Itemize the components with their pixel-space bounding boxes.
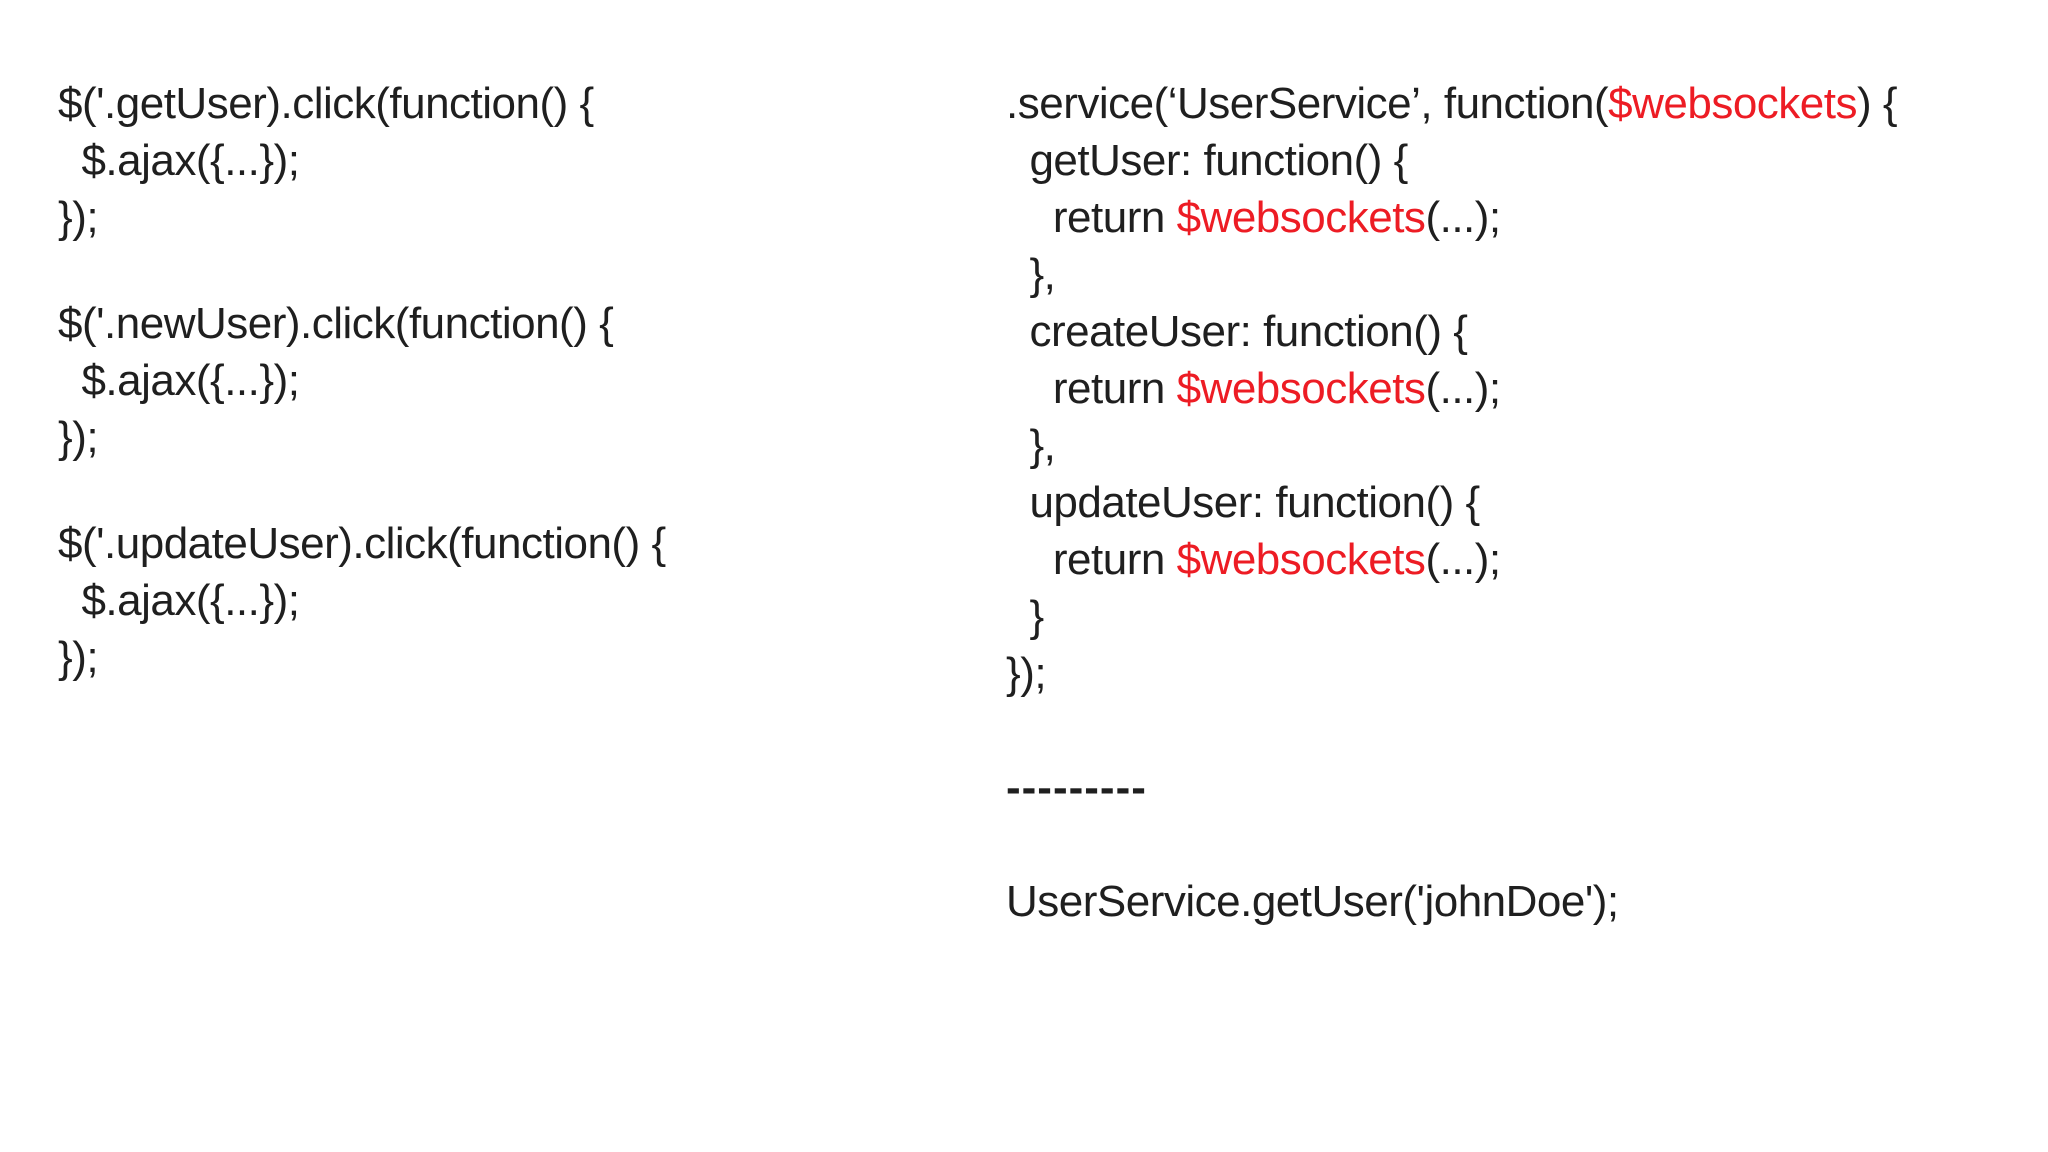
code-text: updateUser: function() { bbox=[1006, 478, 1480, 527]
code-text: return bbox=[1006, 535, 1177, 584]
code-text: return bbox=[1006, 193, 1177, 242]
code-text: } bbox=[1006, 592, 1044, 641]
code-text: }, bbox=[1006, 250, 1056, 299]
code-line: $('.getUser).click(function() { bbox=[58, 75, 938, 132]
getuser-click-handler-block: $('.getUser).click(function() { $.ajax({… bbox=[58, 75, 938, 246]
code-text: createUser: function() { bbox=[1006, 307, 1468, 356]
jquery-code-column: $('.getUser).click(function() { $.ajax({… bbox=[58, 75, 938, 735]
code-text: .service(‘UserService’, function( bbox=[1006, 79, 1609, 128]
code-line: }); bbox=[1006, 645, 2016, 702]
code-text: $.ajax({...}); bbox=[58, 136, 300, 185]
divider-dashes: --------- bbox=[1006, 759, 2016, 816]
code-text: $.ajax({...}); bbox=[58, 356, 300, 405]
code-text: $.ajax({...}); bbox=[58, 576, 300, 625]
code-line: $('.updateUser).click(function() { bbox=[58, 515, 938, 572]
code-text: $('.updateUser).click(function() { bbox=[58, 519, 666, 568]
code-text: (...); bbox=[1425, 193, 1501, 242]
service-code-column: .service(‘UserService’, function($websoc… bbox=[1006, 75, 2016, 987]
code-line: getUser: function() { bbox=[1006, 132, 2016, 189]
websockets-token: $websockets bbox=[1176, 535, 1426, 584]
code-text: }); bbox=[58, 413, 99, 462]
websockets-token: $websockets bbox=[1176, 364, 1426, 413]
code-text: UserService.getUser('johnDoe'); bbox=[1006, 877, 1619, 926]
code-line: $.ajax({...}); bbox=[58, 132, 938, 189]
code-text: $('.getUser).click(function() { bbox=[58, 79, 594, 128]
code-line: UserService.getUser('johnDoe'); bbox=[1006, 873, 2016, 930]
code-line: }); bbox=[58, 189, 938, 246]
code-text: }, bbox=[1006, 421, 1056, 470]
code-line: return $websockets(...); bbox=[1006, 531, 2016, 588]
user-service-definition-block: .service(‘UserService’, function($websoc… bbox=[1006, 75, 2016, 702]
code-text: ) { bbox=[1856, 79, 1898, 128]
code-line: return $websockets(...); bbox=[1006, 360, 2016, 417]
websockets-token: $websockets bbox=[1608, 79, 1857, 128]
code-text: --------- bbox=[1006, 763, 1147, 812]
dashed-divider: --------- bbox=[1006, 759, 2016, 816]
updateuser-click-handler-block: $('.updateUser).click(function() { $.aja… bbox=[58, 515, 938, 686]
code-line: $('.newUser).click(function() { bbox=[58, 295, 938, 352]
code-line: $.ajax({...}); bbox=[58, 352, 938, 409]
code-line: }); bbox=[58, 409, 938, 466]
code-text: $('.newUser).click(function() { bbox=[58, 299, 614, 348]
code-line: updateUser: function() { bbox=[1006, 474, 2016, 531]
code-text: (...); bbox=[1425, 535, 1501, 584]
newuser-click-handler-block: $('.newUser).click(function() { $.ajax({… bbox=[58, 295, 938, 466]
code-text: }); bbox=[58, 193, 99, 242]
code-line: $.ajax({...}); bbox=[58, 572, 938, 629]
code-text: getUser: function() { bbox=[1006, 136, 1408, 185]
code-line: } bbox=[1006, 588, 2016, 645]
code-line: }, bbox=[1006, 417, 2016, 474]
code-text: return bbox=[1006, 364, 1177, 413]
service-usage-example-block: UserService.getUser('johnDoe'); bbox=[1006, 873, 2016, 930]
code-line: createUser: function() { bbox=[1006, 303, 2016, 360]
code-line: return $websockets(...); bbox=[1006, 189, 2016, 246]
code-text: (...); bbox=[1425, 364, 1501, 413]
code-line: .service(‘UserService’, function($websoc… bbox=[1006, 75, 2016, 132]
code-line: }); bbox=[58, 629, 938, 686]
code-line: }, bbox=[1006, 246, 2016, 303]
websockets-token: $websockets bbox=[1176, 193, 1426, 242]
code-text: }); bbox=[58, 633, 99, 682]
code-text: }); bbox=[1006, 649, 1047, 698]
